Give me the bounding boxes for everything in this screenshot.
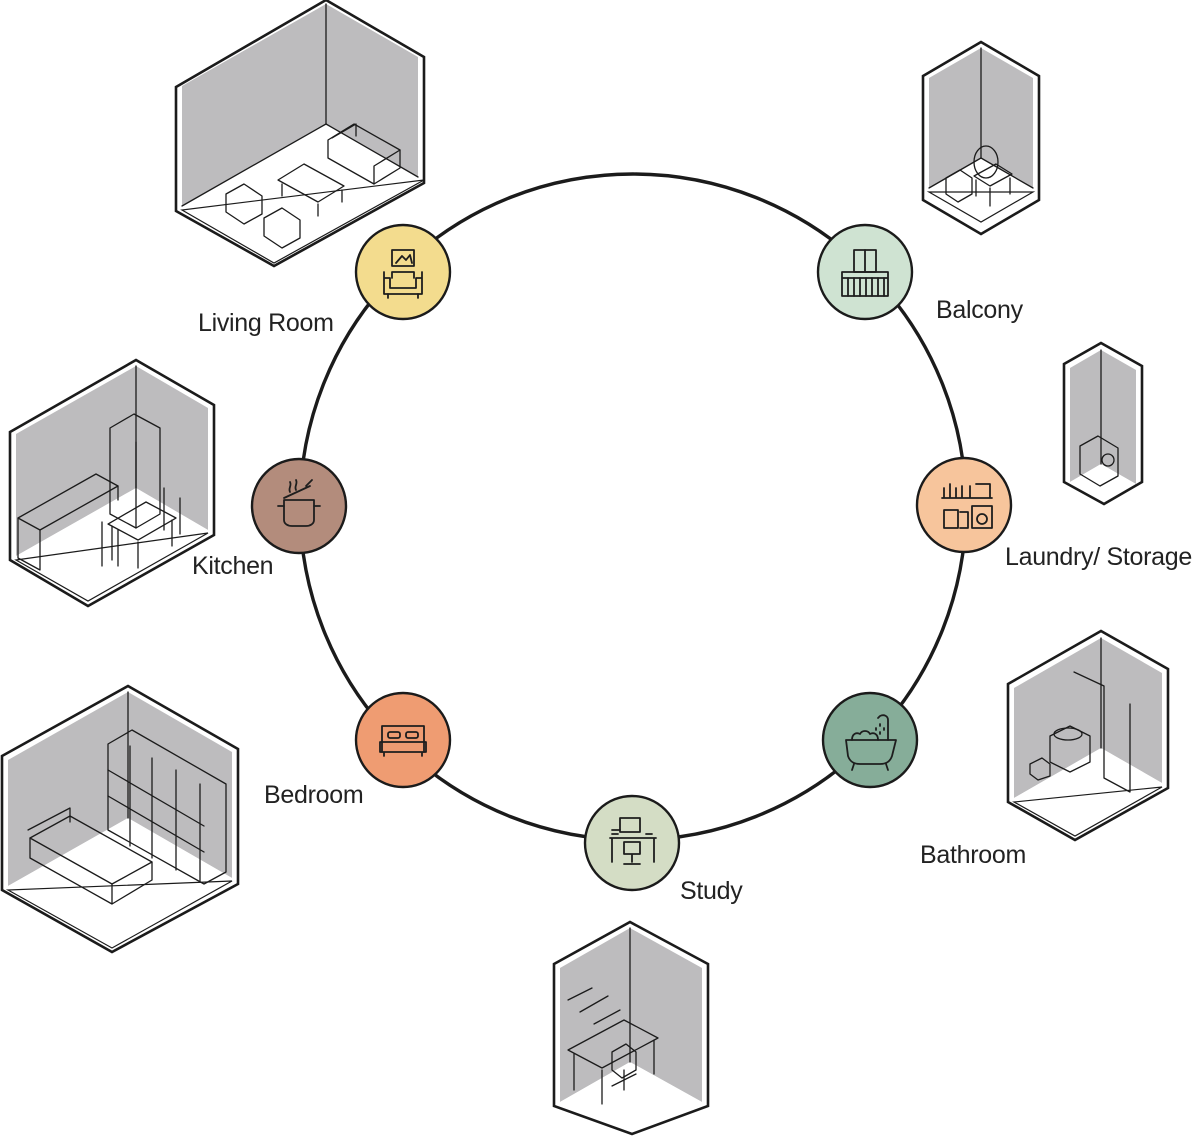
node-kitchen[interactable]: Kitchen: [192, 457, 348, 580]
laundry-storage-label: Laundry/ Storage: [1005, 543, 1192, 571]
bathroom-isometric: [1006, 629, 1170, 842]
living-room-label: Living Room: [198, 309, 334, 337]
bed-icon: [379, 725, 427, 757]
laundry-storage-node-circle: [915, 456, 1013, 554]
node-living-room[interactable]: Living Room: [198, 223, 452, 337]
study-node-circle: [583, 794, 681, 892]
balcony-label: Balcony: [936, 296, 1024, 324]
node-laundry-storage[interactable]: Laundry/ Storage: [915, 456, 1192, 571]
node-bedroom[interactable]: Bedroom: [264, 691, 452, 809]
desk-chair-icon: [609, 817, 657, 865]
node-study[interactable]: Study: [583, 794, 744, 905]
kitchen-isometric: [8, 358, 216, 608]
bathtub-icon: [845, 714, 897, 771]
balcony-railing-icon: [841, 249, 889, 297]
bedroom-isometric: [0, 684, 240, 954]
balcony-isometric: [921, 40, 1041, 236]
cooking-pot-icon: [277, 479, 321, 527]
study-isometric: [552, 920, 710, 1136]
bedroom-label: Bedroom: [264, 781, 363, 809]
washing-machine-icon: [941, 483, 993, 529]
living-room-isometric: [174, 0, 426, 268]
node-balcony[interactable]: Balcony: [816, 223, 1024, 324]
bedroom-node-circle: [354, 691, 452, 789]
laundry-storage-isometric: [1062, 341, 1144, 506]
kitchen-node-circle: [250, 457, 348, 555]
sofa-icon: [383, 249, 423, 299]
bathroom-label: Bathroom: [920, 841, 1026, 869]
node-bathroom[interactable]: Bathroom: [821, 691, 1026, 869]
study-label: Study: [680, 877, 743, 905]
kitchen-label: Kitchen: [192, 552, 273, 580]
